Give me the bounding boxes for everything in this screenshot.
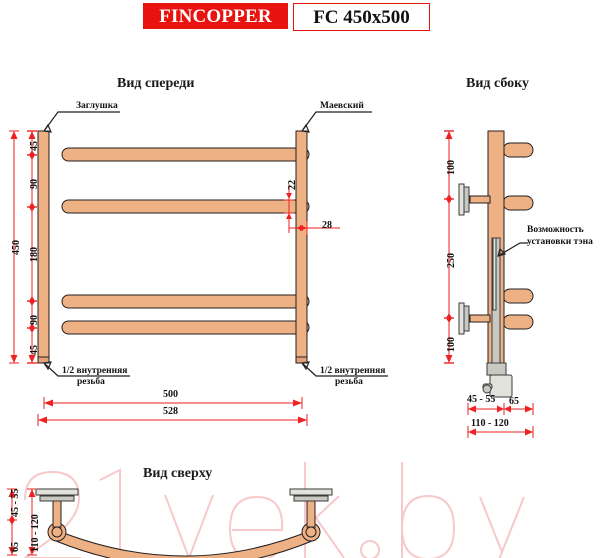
top-view-caption: Вид сверху — [143, 466, 213, 481]
callout-thread-left-line2: резьба — [77, 377, 105, 387]
dim-seg-bottom-2: 45 — [29, 345, 40, 355]
model-number: FC 450x500 — [313, 6, 410, 28]
dim-width-inner: 500 — [163, 389, 178, 400]
front-view-caption: Вид спереди — [117, 76, 195, 91]
model-badge: FC 450x500 — [293, 3, 430, 31]
front-view-drawing — [37, 111, 388, 377]
callout-heater-line2: установки тэна — [527, 237, 593, 247]
dim-side-depth-total: 110 - 120 — [471, 418, 509, 429]
callout-thread-right-line2: резьба — [335, 377, 363, 387]
dim-seg-middle: 180 — [29, 247, 40, 262]
dim-side-depth-a: 45 - 55 — [467, 394, 496, 405]
brand-badge: FINCOPPER — [143, 3, 288, 29]
side-view-drawing — [458, 130, 534, 398]
callout-heater-line1: Возможность — [527, 225, 584, 235]
dim-overall-height: 450 — [11, 240, 22, 255]
dim-width-outer: 528 — [163, 406, 178, 417]
dim-side-bottom-offset: 100 — [446, 337, 457, 352]
dim-top-depth-a: 45 - 55 — [10, 488, 21, 517]
dim-top-depth-b: 65 — [10, 542, 21, 552]
brand-name: FINCOPPER — [159, 5, 272, 27]
top-view-drawing — [35, 488, 333, 558]
callout-valve-label: Маевский — [320, 101, 364, 111]
dim-seg-top-2: 90 — [29, 179, 40, 189]
side-view-caption: Вид сбоку — [466, 76, 530, 91]
dim-top-depth-total: 110 - 120 — [30, 514, 41, 552]
dim-rung-diameter: 22 — [287, 180, 298, 190]
title-header: FINCOPPER FC 450x500 — [0, 0, 600, 36]
watermark-graphic — [23, 462, 525, 558]
dim-side-middle: 250 — [446, 253, 457, 268]
side-view-dimension-lines — [444, 130, 534, 438]
dim-side-depth-b: 65 — [509, 396, 519, 407]
dim-seg-top-1: 45 — [29, 141, 40, 151]
dim-column-width: 28 — [322, 220, 332, 231]
front-view-dimension-lines — [9, 130, 340, 426]
callout-thread-left-line1: 1/2 внутренняя — [62, 366, 128, 376]
dim-seg-bottom-1: 90 — [29, 315, 40, 325]
callout-thread-right-line1: 1/2 внутренняя — [320, 366, 386, 376]
callout-plug-label: Заглушка — [76, 101, 118, 111]
dim-side-top-offset: 100 — [446, 160, 457, 175]
